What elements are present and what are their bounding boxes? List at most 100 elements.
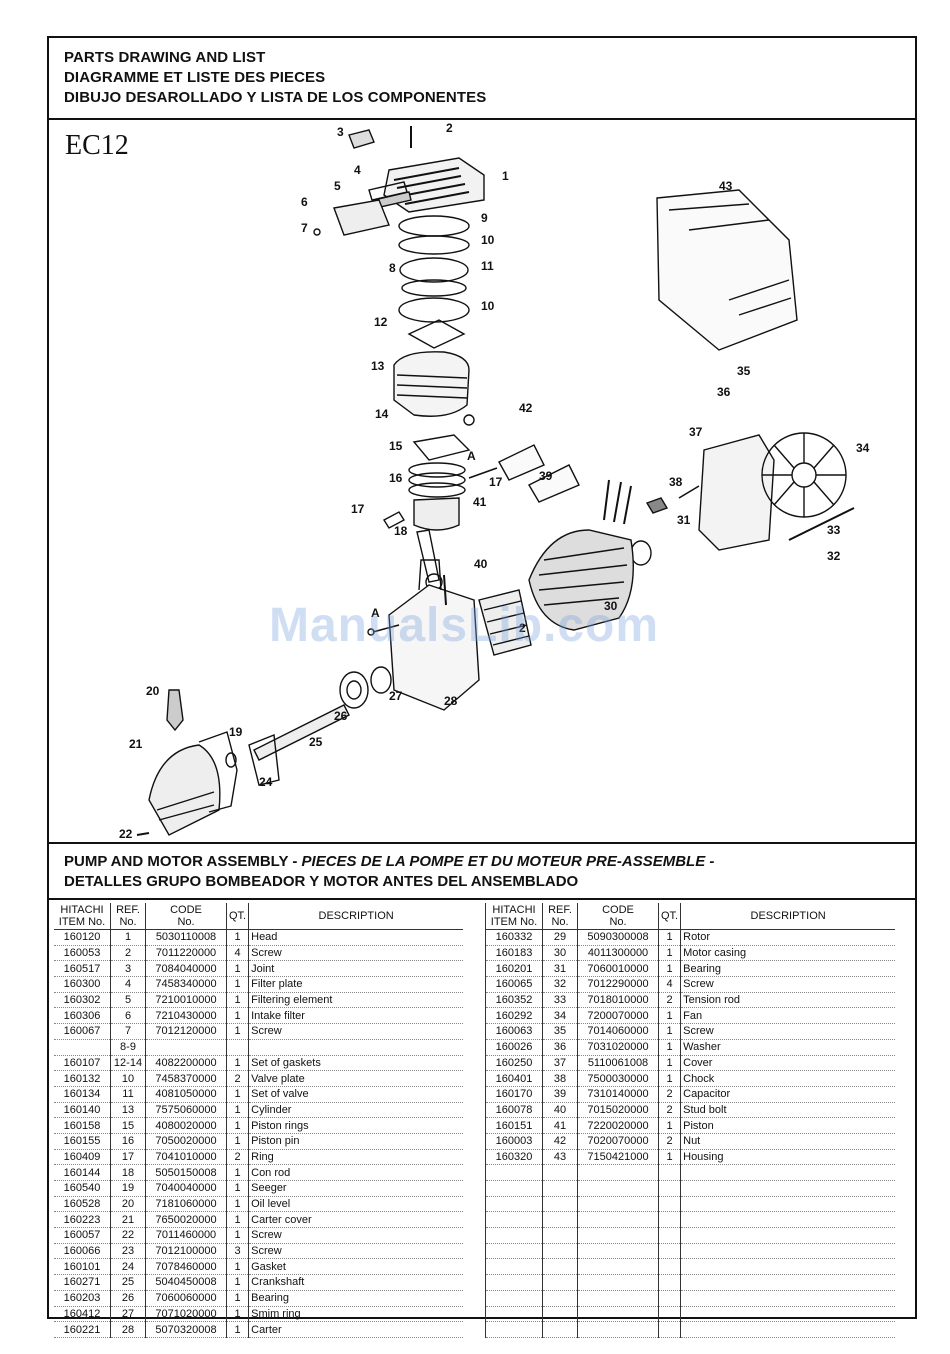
item-number: 160203 (54, 1290, 111, 1307)
quantity (225, 1039, 249, 1056)
callout-label: 32 (827, 549, 841, 563)
item-number: 160132 (54, 1070, 111, 1087)
item-number (485, 1258, 543, 1276)
ref-number: 5 (110, 992, 146, 1009)
code-number: 7050020000 (145, 1133, 227, 1150)
ref-number: 27 (110, 1306, 146, 1323)
description (680, 1290, 896, 1307)
quantity: 1 (225, 1258, 249, 1276)
description: Fan (680, 1007, 896, 1025)
quantity: 1 (225, 1321, 249, 1338)
code-number (577, 1306, 659, 1323)
item-number: 160409 (54, 1149, 111, 1166)
ref-number: 43 (542, 1149, 578, 1166)
callout-label: 5 (334, 179, 341, 193)
description: Screw (248, 945, 464, 962)
item-number (485, 1164, 543, 1181)
callout-label: 13 (371, 359, 385, 373)
code-number: 7011220000 (145, 945, 227, 962)
callout-label: 10 (481, 299, 495, 313)
item-number: 160144 (54, 1164, 111, 1181)
quantity: 1 (225, 929, 249, 946)
callout-label: 21 (129, 737, 143, 751)
code-number: 7458370000 (145, 1070, 227, 1087)
quantity: 3 (225, 1243, 249, 1260)
item-number: 160140 (54, 1102, 111, 1119)
description (680, 1211, 896, 1229)
ref-number: 29 (542, 929, 578, 946)
description: Cylinder (248, 1102, 464, 1119)
description: Motor casing (680, 945, 896, 962)
code-number (577, 1196, 659, 1213)
description: Seeger (248, 1180, 464, 1197)
callout-label: 40 (474, 557, 488, 571)
item-number: 160300 (54, 976, 111, 993)
ref-number (542, 1227, 578, 1244)
callout-label: 26 (334, 709, 348, 723)
callout-label: 8 (389, 261, 396, 275)
callout-label: 14 (375, 407, 389, 421)
callout-label: 43 (719, 179, 733, 193)
code-number: 5030110008 (145, 929, 227, 946)
quantity: 1 (225, 976, 249, 993)
quantity: 4 (225, 945, 249, 962)
callout-label: 6 (301, 195, 308, 209)
callout-label: A (467, 449, 476, 463)
description: Carter (248, 1321, 464, 1338)
callout-label: 22 (119, 827, 133, 841)
description (680, 1258, 896, 1276)
item-number: 160158 (54, 1117, 111, 1134)
item-number: 160352 (485, 992, 543, 1009)
description (680, 1321, 896, 1338)
callout-label: 24 (259, 775, 273, 789)
exploded-parts-drawing: EC12 (49, 120, 915, 842)
description: Gasket (248, 1258, 464, 1276)
quantity: 1 (225, 1102, 249, 1119)
ref-number: 38 (542, 1070, 578, 1087)
code-number (577, 1321, 659, 1338)
item-number: 160120 (54, 929, 111, 946)
description: Crankshaft (248, 1274, 464, 1291)
code-number: 7210010000 (145, 992, 227, 1009)
callout-label: 30 (604, 599, 618, 613)
description: Chock (680, 1070, 896, 1087)
callout-label: 17 (351, 502, 365, 516)
callout-label: 17 (489, 475, 503, 489)
quantity: 2 (225, 1070, 249, 1087)
ref-number: 30 (542, 945, 578, 962)
col-description: DESCRIPTION (248, 903, 464, 930)
quantity: 2 (225, 1149, 249, 1166)
code-number: 7210430000 (145, 1007, 227, 1025)
item-number: 160053 (54, 945, 111, 962)
item-number: 160540 (54, 1180, 111, 1197)
col-ref: REF.No. (110, 903, 146, 930)
ref-number: 31 (542, 960, 578, 978)
code-number: 7014060000 (577, 1023, 659, 1040)
table-row: 8-9 (54, 1039, 464, 1056)
code-number (577, 1164, 659, 1181)
ref-number: 32 (542, 976, 578, 993)
item-number: 160401 (485, 1070, 543, 1087)
quantity: 1 (225, 1180, 249, 1197)
watermark-logo: ManualsLib.com (269, 599, 660, 652)
ref-number: 25 (110, 1274, 146, 1291)
quantity (657, 1164, 681, 1181)
code-number: 5070320008 (145, 1321, 227, 1338)
quantity: 1 (657, 1039, 681, 1056)
code-number: 4082200000 (145, 1055, 227, 1072)
